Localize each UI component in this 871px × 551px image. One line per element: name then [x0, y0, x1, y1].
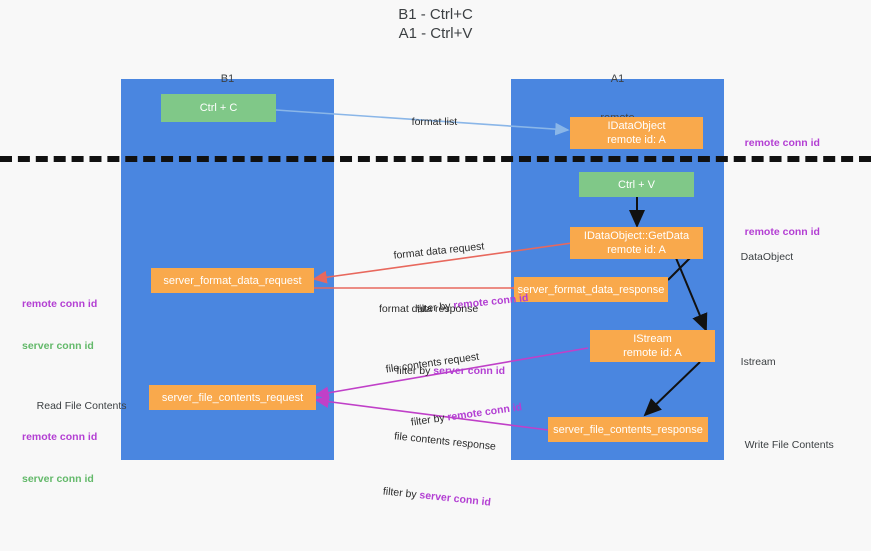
node-server-file-contents-response[interactable]: server_file_contents_response: [548, 417, 708, 442]
annotation-right-remote-conn-id-top: remote conn id: [733, 122, 820, 164]
node-ctrl-v-label: Ctrl + V: [618, 178, 655, 191]
node-server-format-data-response-label: server_format_data_response: [517, 283, 665, 296]
edge-label-file-contents-response-text: file contents response: [393, 430, 497, 453]
diagram-canvas: B1 - Ctrl+C A1 - Ctrl+V B1 connection A1…: [0, 6, 871, 509]
node-ctrl-v[interactable]: Ctrl + V: [579, 172, 694, 197]
node-idataobject-getdata[interactable]: IDataObject::GetData remote id: A: [570, 227, 703, 259]
node-idataobject-getdata-label: IDataObject::GetData remote id: A: [583, 230, 690, 256]
annotation-left-remote-conn-id-2: remote conn id: [22, 431, 98, 443]
annotation-right-dataobject: DataObject: [729, 236, 794, 278]
node-server-file-contents-request[interactable]: server_file_contents_request: [149, 385, 316, 410]
annotation-left-conn-ids-bottom: remote conn id server conn id: [22, 402, 97, 514]
annotation-left-remote-conn-id: remote conn id: [22, 298, 98, 310]
annotation-left-conn-ids-top: remote conn id server conn id: [22, 269, 97, 381]
annotation-left-server-conn-id-2: server conn id: [22, 473, 94, 485]
edge-label-format-data-response: format data response filter by server co…: [379, 274, 505, 420]
edge-label-format-data-request-text: format data request: [393, 240, 485, 262]
node-server-format-data-request-label: server_format_data_request: [163, 274, 302, 287]
column-header-a1-name: A1: [610, 73, 625, 85]
edge-label-format-data-response-text: format data response: [379, 303, 479, 315]
filter-prefix: filter by: [382, 485, 421, 502]
annotation-right-remote-conn-id-top-text: remote conn id: [744, 137, 820, 149]
page-title: B1 - Ctrl+C A1 - Ctrl+V: [398, 6, 473, 42]
edge-label-file-contents-response-filter: filter by server conn id: [363, 469, 493, 524]
annotation-right-istream: Istream: [729, 341, 776, 383]
filter-key-server-conn-id: server conn id: [433, 365, 506, 377]
annotation-right-remote-conn-id-mid: remote conn id: [733, 211, 820, 253]
annotation-left-read-file-contents-text: Read File Contents: [36, 400, 127, 412]
annotation-right-write-file-contents-text: Write File Contents: [744, 439, 834, 451]
edge-label-file-contents-response: file contents response filter by server …: [360, 399, 500, 551]
annotation-left-read-file-contents: Read File Contents: [25, 385, 127, 427]
column-header-b1-name: B1: [220, 73, 235, 85]
node-server-format-data-request[interactable]: server_format_data_request: [151, 268, 314, 293]
node-ctrl-c-label: Ctrl + C: [199, 102, 238, 114]
edge-label-file-contents-request-text: file contents request: [385, 350, 480, 376]
annotation-right-istream-text: Istream: [740, 356, 776, 368]
filter-key-server-conn-id: server conn id: [418, 489, 492, 509]
node-istream-label: IStream remote id: A: [623, 333, 682, 359]
edge-label-format-list-text: format list: [411, 116, 458, 128]
node-server-file-contents-response-label: server_file_contents_response: [553, 423, 703, 436]
node-server-format-data-response[interactable]: server_format_data_response: [514, 277, 668, 302]
annotation-left-server-conn-id: server conn id: [22, 340, 94, 352]
edge-label-format-data-response-filter: filter by server conn id: [379, 350, 506, 392]
phase-divider: [0, 156, 871, 162]
edge-label-format-list: format list: [400, 101, 458, 143]
filter-prefix: filter by: [396, 365, 434, 377]
node-idataobject-label: IDataObject remote id: A: [607, 120, 666, 146]
node-idataobject[interactable]: IDataObject remote id: A: [570, 117, 703, 149]
node-server-file-contents-request-label: server_file_contents_request: [161, 391, 304, 404]
annotation-right-dataobject-text: DataObject: [740, 251, 794, 263]
node-ctrl-c[interactable]: Ctrl + C: [161, 94, 276, 122]
annotation-right-write-file-contents: Write File Contents: [733, 424, 834, 466]
node-istream[interactable]: IStream remote id: A: [590, 330, 715, 362]
annotation-right-remote-conn-id-mid-text: remote conn id: [744, 226, 820, 238]
